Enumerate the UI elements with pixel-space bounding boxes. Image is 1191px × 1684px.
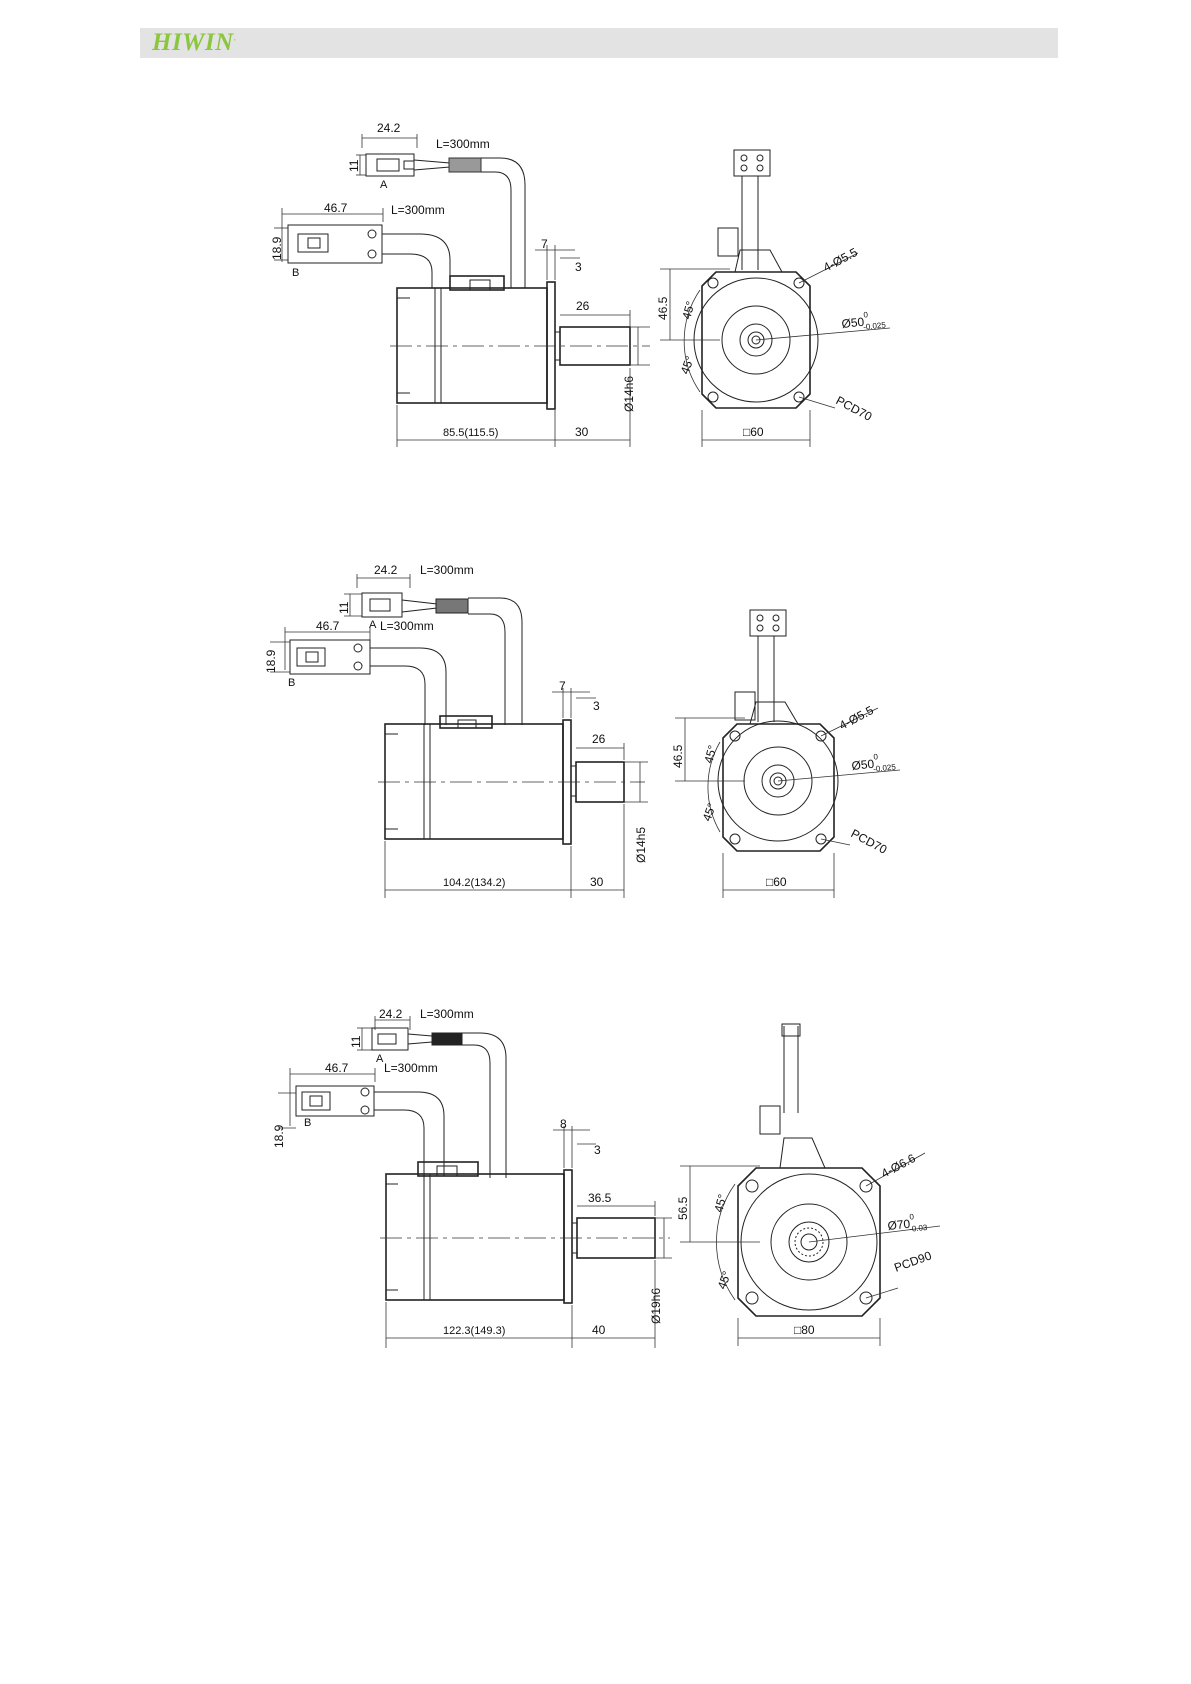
shaft-extension: 30 (590, 875, 604, 889)
connector-b-height: 18.9 (264, 649, 278, 673)
center-height: 46.5 (671, 744, 685, 768)
connector-b-label: B (288, 677, 295, 689)
connector-b: 46.7 L=300mm 18.9 B (264, 619, 447, 725)
center-height: 56.5 (676, 1196, 690, 1220)
shaft-diameter: Ø19h6 (649, 1288, 663, 1324)
pilot-diameter: Ø500-0.025 (850, 750, 896, 776)
angle-lower: 45° (715, 1269, 734, 1291)
pilot-diameter-value: Ø70 (887, 1217, 911, 1233)
center-height: 46.5 (656, 296, 670, 320)
connector-b-label: B (304, 1117, 311, 1129)
frame-size: □60 (743, 425, 764, 439)
shaft-length: 26 (592, 732, 606, 746)
flange-thickness: 7 (559, 679, 566, 693)
motor-side-view-2: 7 3 26 Ø14h5 104.2(134.2) 30 (378, 679, 648, 898)
connector-b-label: B (292, 267, 299, 279)
connector-b-width: 46.7 (325, 1061, 349, 1075)
flange-step: 3 (593, 699, 600, 713)
pilot-tol-upper: 0 (909, 1212, 915, 1221)
connector-a-cable: L=300mm (436, 137, 490, 151)
angle-upper: 45° (679, 299, 697, 320)
connector-b-height: 18.9 (272, 1124, 286, 1148)
hole-spec: 4-Ø6.6 (879, 1151, 918, 1181)
angle-upper: 45° (711, 1192, 729, 1213)
connector-b-width: 46.7 (316, 619, 340, 633)
motor-drawing-1: 24.2 L=300mm 11 A 46.7 L=300mm 18.9 B (270, 121, 891, 447)
connector-b: 46.7 L=300mm 18.9 B (272, 1061, 445, 1176)
pcd: PCD70 (849, 826, 890, 857)
connector-a-width: 24.2 (379, 1008, 403, 1021)
pilot-diameter-value: Ø50 (841, 315, 865, 331)
frame-size: □80 (794, 1323, 815, 1337)
connector-a-cable: L=300mm (420, 563, 474, 577)
pilot-diameter: Ø700 -0.03 (886, 1211, 928, 1236)
connector-a-label: A (376, 1053, 384, 1065)
connector-a-width: 24.2 (377, 121, 401, 135)
connector-b: 46.7 L=300mm 18.9 B (270, 201, 451, 288)
frame-size: □60 (766, 875, 787, 889)
pilot-tol-upper: 0 (873, 752, 879, 761)
pcd: PCD70 (834, 393, 875, 424)
motor-drawing-3: 24.2 L=300mm 11 A 46.7 L=300mm 18.9 B (272, 1008, 941, 1348)
body-length: 104.2(134.2) (443, 877, 505, 889)
motor-side-view-3: 8 3 36.5 Ø19h6 122.3(149.3) 40 (380, 1117, 672, 1348)
body-length: 85.5(115.5) (443, 427, 498, 439)
flange-thickness: 8 (560, 1117, 567, 1131)
header-bar: HIWIN. (140, 28, 1058, 58)
connector-a-cable: L=300mm (420, 1008, 474, 1021)
brand-mark: . (233, 33, 237, 43)
angle-upper: 45° (701, 743, 719, 764)
hole-spec: 4-Ø5.5 (821, 245, 860, 275)
connector-a-label: A (369, 619, 377, 631)
shaft-extension: 40 (592, 1323, 606, 1337)
motor-front-view-2: 46.5 45° 45° 4-Ø5.5 Ø500-0.025 PCD70 □60 (671, 609, 901, 898)
connector-a-label: A (380, 179, 388, 191)
motor-front-view-3: 56.5 45° 45° 4-Ø6.6 Ø700 -0.03 PCD90 □80 (676, 1023, 941, 1346)
shaft-diameter: Ø14h6 (622, 376, 636, 412)
pilot-tol-lower: -0.03 (909, 1223, 929, 1234)
pcd: PCD90 (892, 1248, 933, 1274)
angle-lower: 45° (700, 801, 719, 823)
motor-side-view-1: 7 3 26 Ø14h6 85.5(115.5) 30 (390, 237, 650, 447)
pilot-tol-lower: -0.025 (873, 762, 897, 773)
connector-a-height: 11 (337, 601, 351, 614)
pilot-tol-upper: 0 (863, 310, 869, 319)
flange-step: 3 (575, 260, 582, 274)
connector-b-cable: L=300mm (384, 1061, 438, 1075)
shaft-diameter: Ø14h5 (634, 827, 648, 863)
flange-step: 3 (594, 1143, 601, 1157)
pilot-diameter-value: Ø50 (851, 757, 875, 773)
pilot-tol-lower: -0.025 (863, 320, 887, 331)
hole-spec: 4-Ø5.5 (837, 703, 876, 733)
brand-name: HIWIN (152, 29, 234, 56)
motor-front-view-1: 46.5 45° 45° 4-Ø5.5 Ø500-0.025 PCD70 □60 (656, 149, 891, 447)
connector-a: 24.2 L=300mm 11 A (337, 563, 523, 725)
flange-thickness: 7 (541, 237, 548, 251)
connector-a: 24.2 L=300mm 11 A (349, 1008, 507, 1178)
connector-b-cable: L=300mm (380, 619, 434, 633)
connector-a-height: 11 (349, 1035, 363, 1048)
brand-logo: HIWIN. (152, 29, 236, 57)
shaft-extension: 30 (575, 425, 589, 439)
connector-a-height: 11 (347, 159, 361, 172)
connector-a: 24.2 L=300mm 11 A (347, 121, 526, 288)
body-length: 122.3(149.3) (443, 1325, 505, 1337)
angle-lower: 45° (678, 354, 697, 376)
pilot-diameter: Ø500-0.025 (840, 308, 886, 334)
connector-a-width: 24.2 (374, 563, 398, 577)
connector-b-width: 46.7 (324, 201, 348, 215)
shaft-length: 26 (576, 299, 590, 313)
motor-drawing-2: 24.2 L=300mm 11 A 46.7 L=300mm 18.9 B (264, 563, 901, 898)
connector-b-cable: L=300mm (391, 203, 445, 217)
shaft-length: 36.5 (588, 1191, 612, 1205)
connector-b-height: 18.9 (270, 236, 284, 260)
